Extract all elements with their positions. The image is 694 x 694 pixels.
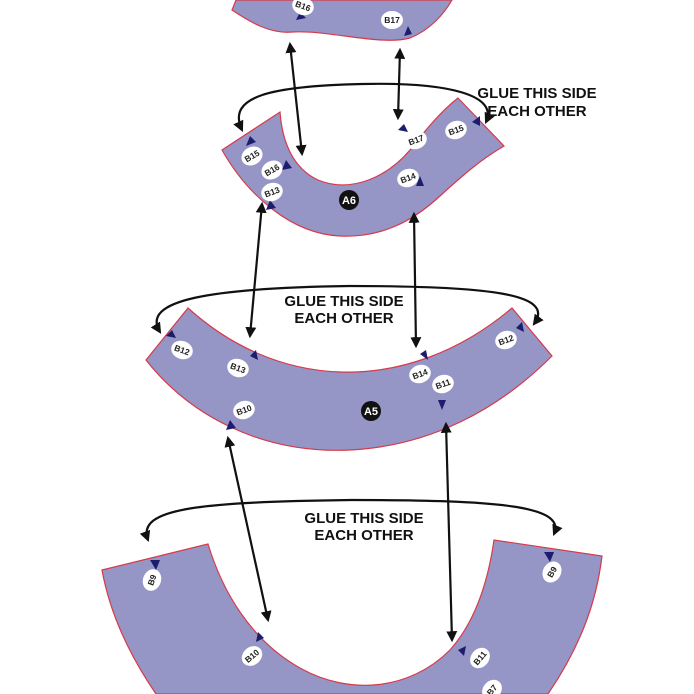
pattern-piece-a5: A5 B12 B13 B10 B14 B11 B12 <box>145 307 553 451</box>
arrow-a6-a5-right <box>408 211 422 349</box>
a5-badge <box>361 401 381 421</box>
marker-b16-top: B16 <box>292 0 314 16</box>
a6-shape <box>221 97 505 237</box>
glue-note-line1: GLUE THIS SIDE <box>304 510 423 527</box>
glue-arrow-a6 <box>233 82 495 132</box>
glue-note-line1: GLUE THIS SIDE <box>477 85 596 102</box>
marker-label: B7 <box>485 682 500 694</box>
glue-note-1: GLUE THIS SIDE EACH OTHER <box>477 85 596 120</box>
notch-mark <box>166 330 176 338</box>
notch-mark <box>544 552 554 562</box>
marker-b15-a6-left: B15 <box>241 146 263 166</box>
marker-b13-a6: B13 <box>261 182 283 202</box>
a5-label: A5 <box>364 406 378 418</box>
marker-b14-a6: B14 <box>397 168 419 188</box>
notch-mark <box>266 200 276 210</box>
top-piece-shape <box>231 0 453 41</box>
marker-b17-top: B17 <box>381 11 403 29</box>
arrow-a6-a5-left <box>245 201 267 339</box>
marker-b11-bottom: B11 <box>470 647 490 669</box>
marker-b12-a5-left: B12 <box>171 340 193 360</box>
glue-arrows <box>139 82 563 543</box>
marker-b12-a5-right: B12 <box>495 330 517 350</box>
glue-note-line2: EACH OTHER <box>314 527 413 544</box>
pattern-piece-a6: A6 B15 B16 B13 B17 B15 B14 <box>221 97 505 237</box>
glue-note-line2: EACH OTHER <box>487 103 586 120</box>
glue-note-3: GLUE THIS SIDE EACH OTHER <box>304 510 423 544</box>
arrow-a5-bottom-right <box>440 421 458 643</box>
arrow-a5-bottom-left <box>224 435 272 623</box>
glue-note-line2: EACH OTHER <box>294 310 393 327</box>
marker-b9-right: B9 <box>542 561 562 583</box>
notch-mark <box>282 160 292 170</box>
a6-badge <box>339 190 359 210</box>
a5-shape <box>145 307 553 451</box>
marker-b13-a5: B13 <box>227 358 249 378</box>
notch-mark <box>150 560 160 570</box>
marker-b17-a6: B17 <box>405 130 427 150</box>
marker-label: B17 <box>384 15 400 25</box>
marker-b7-bottom: B7 <box>482 679 502 694</box>
notch-mark <box>458 646 466 656</box>
bottom-piece-shape <box>101 539 603 694</box>
glue-note-line1: GLUE THIS SIDE <box>284 293 403 310</box>
marker-b16-a6: B16 <box>261 160 283 180</box>
glue-note-2: GLUE THIS SIDE EACH OTHER <box>284 293 403 327</box>
arrow-top-a6-left <box>285 41 307 157</box>
marker-label: B9 <box>145 573 158 587</box>
marker-label: B11 <box>434 377 452 392</box>
glue-arrow-bottom <box>139 498 563 543</box>
marker-label: B9 <box>545 565 559 580</box>
marker-b9-left: B9 <box>142 569 162 591</box>
marker-b10-bottom: B10 <box>241 646 263 666</box>
notch-mark <box>438 400 446 410</box>
notch-mark <box>404 26 412 36</box>
notch-mark <box>420 350 428 360</box>
notch-mark <box>416 176 424 186</box>
a6-label: A6 <box>342 195 356 207</box>
notch-mark <box>250 350 258 360</box>
notch-mark <box>256 632 264 642</box>
top-pattern-piece: B16 B17 <box>231 0 453 41</box>
marker-b11-a5: B11 <box>432 374 454 394</box>
bottom-pattern-piece: B9 B10 B11 B9 B7 <box>101 539 603 694</box>
glue-arrow-a5 <box>150 284 544 334</box>
marker-b10-a5: B10 <box>233 400 255 420</box>
marker-b14-a5: B14 <box>409 364 431 384</box>
notch-mark <box>246 136 256 146</box>
notch-mark <box>296 12 306 20</box>
notch-mark <box>398 124 408 132</box>
notch-mark <box>226 420 236 430</box>
